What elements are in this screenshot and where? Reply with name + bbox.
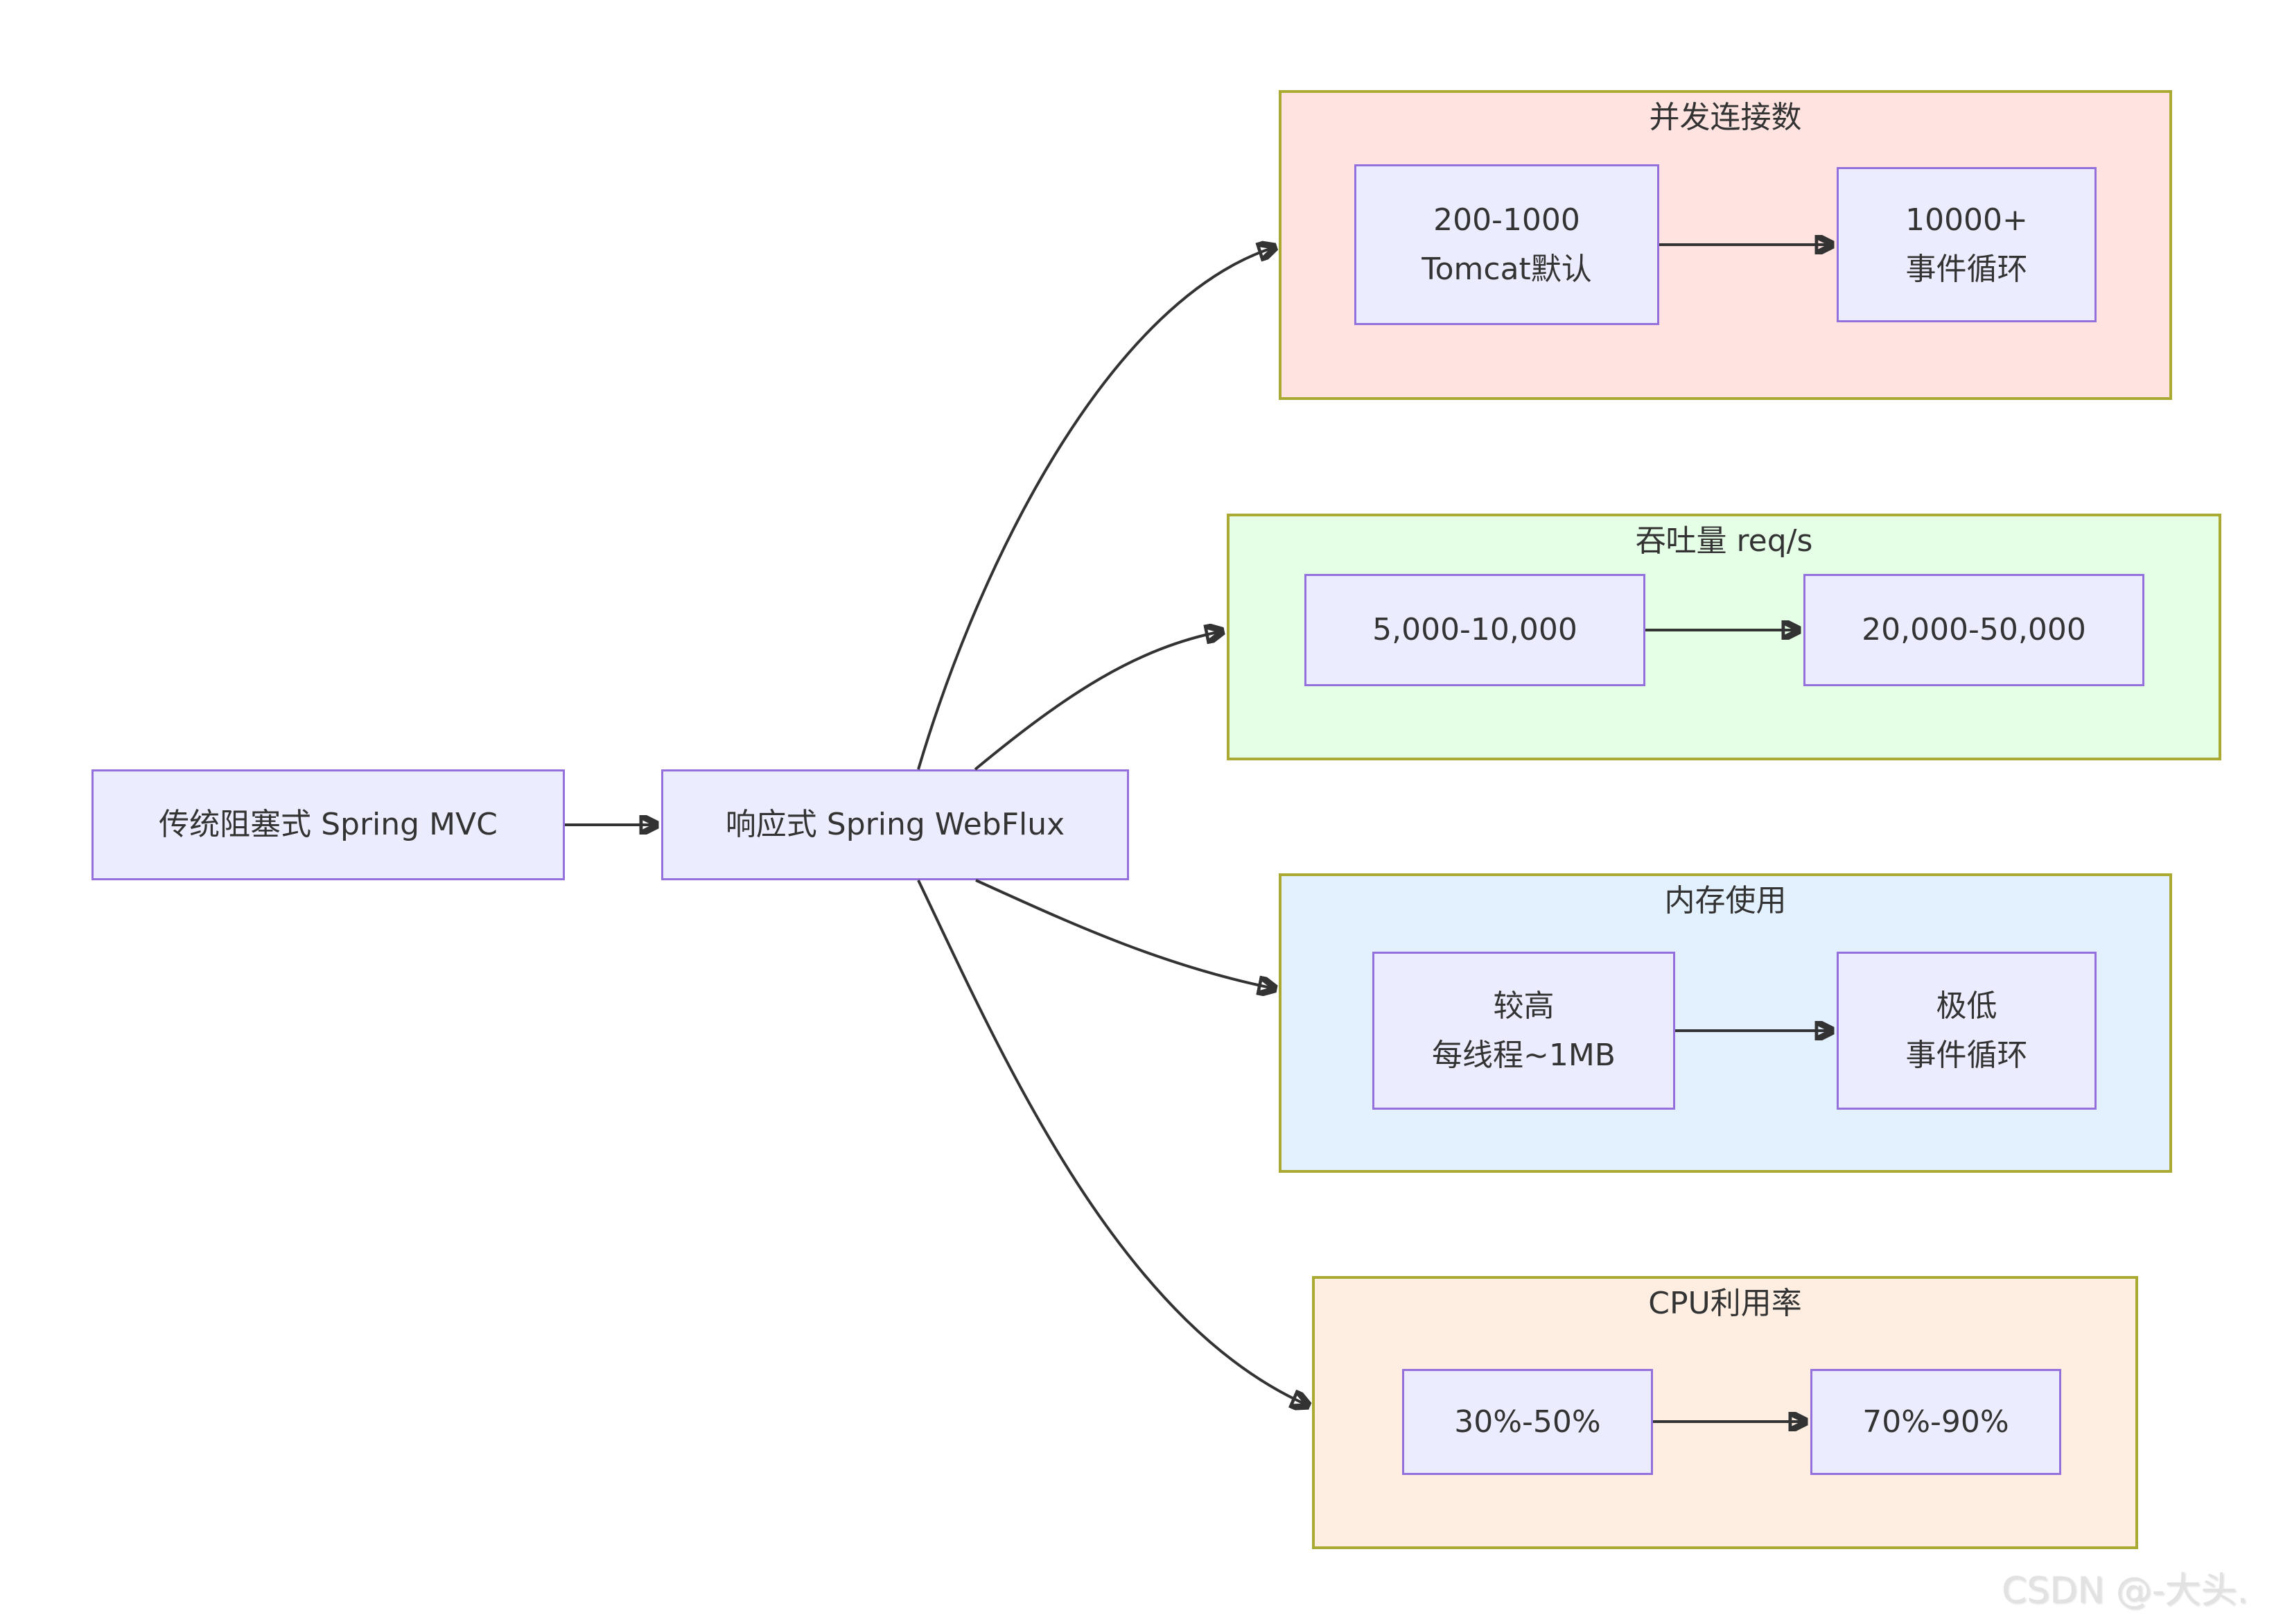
node-line: 70%-90%	[1862, 1404, 2009, 1440]
node-spring-webflux: 响应式 Spring WebFlux	[661, 769, 1129, 880]
node-line: 事件循环	[1905, 252, 2028, 287]
cluster-title-memory-usage: 内存使用	[1664, 883, 1787, 918]
node-throughput-after: 20,000-50,000	[1803, 574, 2144, 686]
edge-webflux-to-cpu	[917, 880, 1307, 1405]
edge-webflux-to-memory	[975, 879, 1274, 988]
cluster-throughput: 吞吐量 req/s 5,000-10,000 20,000-50,000	[1227, 514, 2221, 760]
node-line: 事件循环	[1905, 1038, 2028, 1073]
watermark: CSDN @-大头.	[2002, 1570, 2249, 1612]
node-memory-before: 较高 每线程~1MB	[1372, 952, 1675, 1110]
node-spring-mvc: 传统阻塞式 Spring MVC	[91, 769, 565, 880]
node-memory-after: 极低 事件循环	[1837, 952, 2097, 1110]
node-line: 20,000-50,000	[1862, 612, 2086, 648]
node-line: 极低	[1936, 988, 1997, 1024]
node-line: 30%-50%	[1454, 1404, 1601, 1440]
node-line: 10000+	[1905, 202, 2028, 238]
node-line: 较高	[1493, 988, 1555, 1024]
node-line: 5,000-10,000	[1372, 612, 1577, 648]
node-cpu-before: 30%-50%	[1402, 1369, 1653, 1475]
node-spring-webflux-label: 响应式 Spring WebFlux	[725, 807, 1065, 843]
edge-webflux-to-connections	[917, 247, 1274, 770]
node-line: Tomcat默认	[1422, 252, 1592, 287]
cluster-title-cpu-utilization: CPU利用率	[1648, 1286, 1802, 1321]
node-cpu-after: 70%-90%	[1810, 1369, 2061, 1475]
cluster-title-concurrent-connections: 并发连接数	[1649, 100, 1802, 135]
cluster-title-throughput: 吞吐量 req/s	[1635, 523, 1813, 559]
cluster-memory-usage: 内存使用 较高 每线程~1MB 极低 事件循环	[1279, 873, 2172, 1173]
cluster-cpu-utilization: CPU利用率 30%-50% 70%-90%	[1312, 1276, 2138, 1549]
node-throughput-before: 5,000-10,000	[1304, 574, 1645, 686]
node-connections-before: 200-1000 Tomcat默认	[1354, 164, 1659, 325]
node-line: 200-1000	[1433, 202, 1580, 238]
node-connections-after: 10000+ 事件循环	[1837, 167, 2097, 322]
edge-webflux-to-throughput	[974, 631, 1221, 771]
node-line: 每线程~1MB	[1431, 1038, 1616, 1073]
node-spring-mvc-label: 传统阻塞式 Spring MVC	[159, 807, 498, 843]
cluster-concurrent-connections: 并发连接数 200-1000 Tomcat默认 10000+ 事件循环	[1279, 90, 2172, 400]
